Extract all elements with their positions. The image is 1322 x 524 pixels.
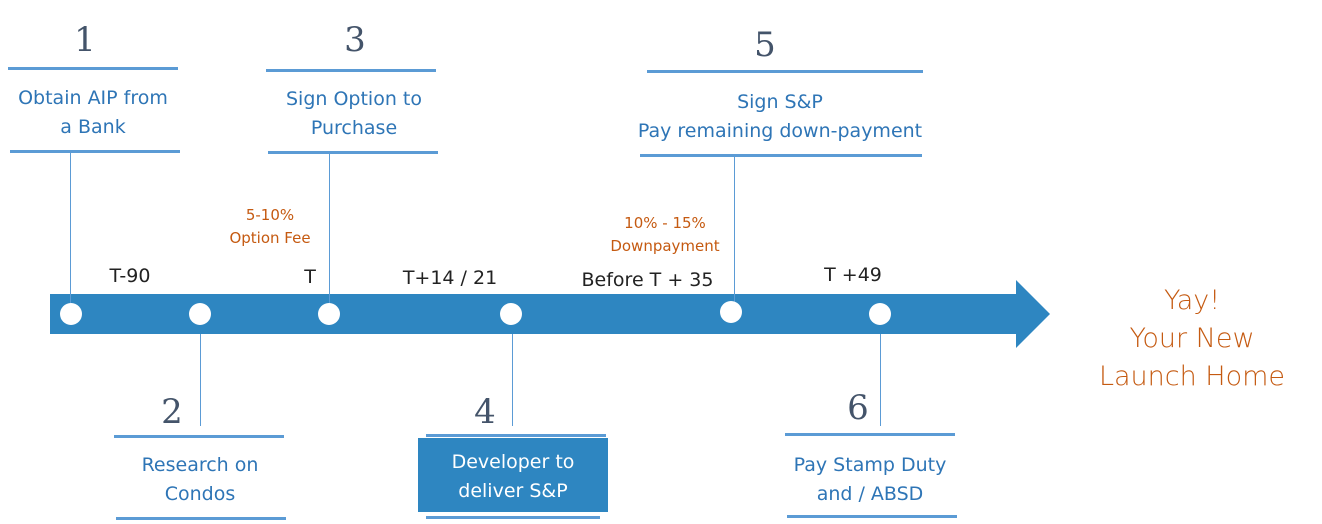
step-6-label-line-2: and / ABSD: [816, 483, 924, 505]
milestone-dot-1: [60, 303, 82, 325]
step-6-label: Pay Stamp Duty and / ABSD: [775, 451, 965, 509]
step-3-top-rule: [266, 69, 436, 72]
step-4-bottom-rule: [426, 516, 600, 519]
milestone-dot-6: [869, 303, 891, 325]
milestone-dot-3: [318, 303, 340, 325]
step-2-label-line-1: Research on: [141, 454, 259, 476]
finale-line-1: Yay!: [1163, 285, 1221, 316]
timeline-arrow-head: [1016, 280, 1050, 348]
step-3-label-line-2: Purchase: [310, 117, 398, 139]
step-5-label: Sign S&P Pay remaining down-payment: [630, 88, 930, 146]
marker-t-plus-49: T +49: [824, 264, 882, 286]
step-1-number: 1: [74, 20, 96, 60]
step-1-top-rule: [8, 67, 178, 70]
step-2-bottom-rule: [116, 517, 286, 520]
step-5-connector: [734, 157, 735, 303]
finale-line-2: Your New: [1129, 323, 1255, 354]
marker-t-minus-90: T-90: [109, 265, 151, 287]
milestone-dot-2: [189, 303, 211, 325]
step-2-top-rule: [114, 435, 284, 438]
downpayment-note-line-1: 10% - 15%: [624, 214, 706, 232]
option-fee-note-line-2: Option Fee: [229, 229, 311, 247]
step-4-label-line-2: deliver S&P: [458, 480, 568, 502]
step-2-label-line-2: Condos: [164, 483, 236, 505]
step-5-label-line-2: Pay remaining down-payment: [637, 120, 923, 142]
step-6-top-rule: [785, 433, 955, 436]
step-2-connector: [200, 334, 201, 426]
step-4-box: Developer to deliver S&P: [418, 438, 608, 512]
option-fee-note-line-1: 5-10%: [245, 206, 295, 224]
marker-t: T: [304, 266, 316, 288]
downpayment-note: 10% - 15% Downpayment: [600, 212, 730, 258]
option-fee-note: 5-10% Option Fee: [215, 204, 325, 250]
step-6-connector: [880, 334, 881, 426]
downpayment-note-line-2: Downpayment: [610, 237, 720, 255]
step-2-label: Research on Condos: [114, 451, 286, 509]
marker-before-t-35: Before T + 35: [581, 269, 714, 291]
step-5-bottom-rule: [640, 154, 922, 157]
step-3-bottom-rule: [268, 151, 438, 154]
step-5-label-line-1: Sign S&P: [737, 91, 823, 113]
step-1-label-line-1: Obtain AIP from: [18, 87, 168, 109]
finale-line-3: Launch Home: [1098, 361, 1286, 392]
milestone-dot-5: [720, 301, 742, 323]
step-6-number: 6: [847, 388, 869, 428]
step-1-label-line-2: a Bank: [60, 116, 126, 138]
step-5-top-rule: [647, 70, 923, 73]
step-6-bottom-rule: [787, 515, 957, 518]
step-1-bottom-rule: [10, 150, 180, 153]
step-1-connector: [70, 153, 71, 303]
step-5-number: 5: [754, 25, 776, 65]
step-3-number: 3: [344, 20, 366, 60]
finale-text: Yay! Your New Launch Home: [1082, 282, 1302, 396]
step-3-label-line-1: Sign Option to: [285, 88, 422, 110]
step-3-connector: [329, 154, 330, 304]
step-4-number: 4: [474, 392, 496, 432]
timeline-arrow-shaft: [50, 294, 1018, 334]
step-3-label: Sign Option to Purchase: [266, 85, 442, 143]
step-4-label-line-1: Developer to: [451, 451, 575, 473]
marker-t-plus-14-21: T+14 / 21: [402, 267, 498, 289]
step-2-number: 2: [161, 392, 183, 432]
step-1-label: Obtain AIP from a Bank: [8, 84, 178, 142]
step-6-label-line-1: Pay Stamp Duty: [793, 454, 947, 476]
step-4-connector: [512, 334, 513, 426]
milestone-dot-4: [500, 303, 522, 325]
step-4-top-rule: [426, 434, 606, 437]
